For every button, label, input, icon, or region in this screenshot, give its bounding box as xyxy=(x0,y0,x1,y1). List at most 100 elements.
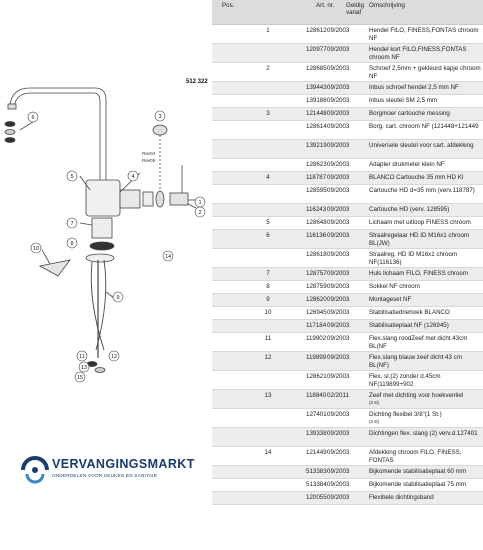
date-cell: 09/2003 xyxy=(327,481,350,488)
brand-emblem-icon xyxy=(21,456,49,484)
art-cell: 119899 xyxy=(306,354,327,361)
date-cell: 09/2003 xyxy=(327,97,350,104)
date-cell: 09/2003 xyxy=(327,206,350,213)
date-cell: 09/2003 xyxy=(327,27,350,34)
pos-cell: 2 xyxy=(266,65,270,72)
svg-text:15: 15 xyxy=(77,375,83,381)
desc-cell: Inbus schroef hendel 2,5 mm NF xyxy=(369,84,459,91)
art-cell: 128612 xyxy=(306,27,327,34)
desc-cell: Afdekking chroom FILO, FINESS, FONTAS xyxy=(369,449,462,464)
date-cell: 09/2003 xyxy=(327,187,350,194)
date-cell: 09/2003 xyxy=(327,411,350,418)
pos-cell: 10 xyxy=(264,309,272,316)
seal-2 xyxy=(94,367,106,373)
date-cell: 09/2003 xyxy=(327,251,350,258)
callout-12: 12 xyxy=(108,350,120,362)
svg-text:6: 6 xyxy=(31,115,34,121)
art-cell: 116243 xyxy=(306,206,327,213)
desc-cell: Zeef met dichting voor hoekventiel xyxy=(369,392,464,399)
art-cell: 139188 xyxy=(306,97,327,104)
callout-4: 4 xyxy=(127,170,139,182)
art-cell: 120055 xyxy=(306,494,327,501)
brand-name: VERVANGINGSMARKT xyxy=(52,457,195,471)
desc-cell: Huls lichaam FILO, FINESS chroom xyxy=(369,270,469,277)
date-cell: 09/2003 xyxy=(327,161,350,168)
art-cell: 127401 xyxy=(306,411,327,418)
date-cell: 09/2003 xyxy=(327,270,350,277)
callout-15: 15 xyxy=(74,371,86,383)
art-cell: 120977 xyxy=(306,46,327,53)
cartridge-housing xyxy=(119,189,141,209)
date-cell: 09/2003 xyxy=(327,449,350,456)
callout-8: 8 xyxy=(66,237,78,249)
base-plate xyxy=(85,253,115,263)
callout-6: 6 xyxy=(27,111,39,123)
desc-cell: Flex.slang blauw zeef dicht 43 cm BL(NF) xyxy=(369,354,462,369)
date-cell: 09/2003 xyxy=(327,174,350,181)
pos-cell: 14 xyxy=(264,449,272,456)
pos-cell: 9 xyxy=(266,296,270,303)
art-cell: 128620 xyxy=(306,296,327,303)
svg-text:4: 4 xyxy=(131,174,134,180)
nut-ellipse xyxy=(155,190,165,208)
desc-cell: Cartouche HD (verv. 128595) xyxy=(369,206,450,213)
desc-cell: Flexibele dichtingsband xyxy=(369,494,434,501)
callout-10: 10 xyxy=(30,242,42,254)
art-cell: 121449 xyxy=(306,449,327,456)
rev-label-05: Rev05 xyxy=(142,158,156,163)
date-cell: 09/2003 xyxy=(327,232,350,239)
callout-1: 1 xyxy=(194,196,206,208)
art-cell: 128648 xyxy=(306,219,327,226)
desc-cell: Straalregelaar HD ID M16x1 chroom BL(JW) xyxy=(369,232,470,247)
date-cell: 09/2003 xyxy=(327,46,350,53)
leader-7 xyxy=(79,222,93,226)
art-cell: 118840 xyxy=(306,392,327,399)
date-cell: 02/2011 xyxy=(327,392,349,399)
art-cell: 121448 xyxy=(306,110,327,117)
art-cell: 119902 xyxy=(306,335,327,342)
desc-cell: BLANCO Cartouche 35 mm HD KI xyxy=(369,174,464,181)
header-desc: Omschrijving xyxy=(369,2,405,9)
callout-3: 3 xyxy=(154,110,166,122)
desc-cell: Dichting flexibel 3/8"(1 St.) xyxy=(369,411,442,418)
desc-cell: Universele sleutel voor cart. afdekking xyxy=(369,142,474,149)
desc-cell: Hendel kort FILO,FINESS,FONTAS chroom NF xyxy=(369,46,467,61)
desc-note: (2 st) xyxy=(369,419,380,424)
pos-cell: 12 xyxy=(264,354,272,361)
date-cell: 09/2003 xyxy=(327,142,350,149)
desc-cell: Lichaam met uitloop FINESS chroom xyxy=(369,219,471,226)
date-cell: 09/2003 xyxy=(327,84,350,91)
sleeve xyxy=(91,217,113,239)
pos-cell: 11 xyxy=(264,335,272,342)
faucet-body xyxy=(85,179,121,217)
desc-cell: Bijkomende stabilisatieplaat 75 mm xyxy=(369,481,466,488)
date-cell: 09/2003 xyxy=(327,494,350,501)
date-cell: 09/2003 xyxy=(327,354,350,361)
date-cell: 09/2003 xyxy=(327,65,350,72)
svg-text:12: 12 xyxy=(111,354,117,360)
callout-11: 11 xyxy=(76,350,88,362)
desc-cell: Adapter drukmeter klein NF xyxy=(369,161,445,168)
desc-note: (2 st) xyxy=(369,400,380,405)
leader-5 xyxy=(79,175,91,191)
svg-text:7: 7 xyxy=(70,221,73,227)
art-cell: 128685 xyxy=(306,65,327,72)
art-cell: 116136 xyxy=(306,232,327,239)
date-cell: 09/2003 xyxy=(327,430,350,437)
hose-a xyxy=(95,259,107,351)
spout-tip xyxy=(7,103,17,110)
leader-10 xyxy=(41,249,51,265)
desc-cell: Borg. cart. chroom NF (121448+121449 xyxy=(369,123,479,130)
